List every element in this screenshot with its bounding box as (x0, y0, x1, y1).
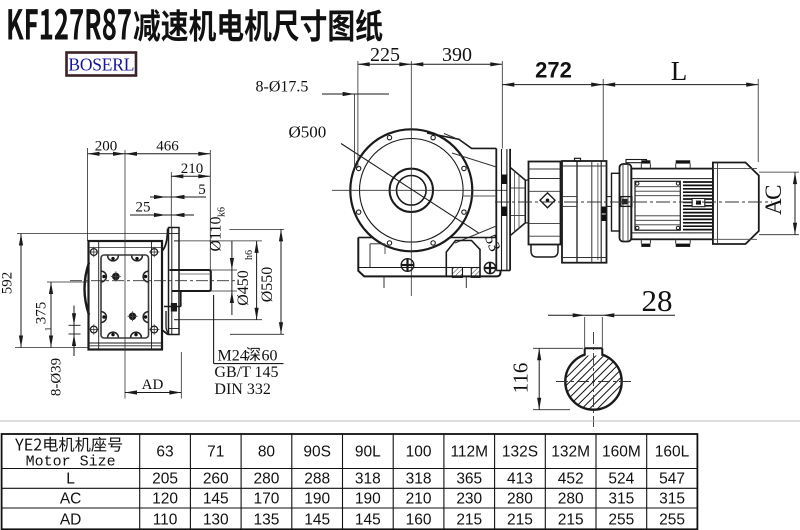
svg-text:190: 190 (355, 490, 381, 507)
svg-text:413: 413 (507, 471, 533, 488)
svg-text:255: 255 (659, 512, 685, 529)
svg-text:145: 145 (304, 512, 330, 529)
svg-text:63: 63 (156, 444, 173, 461)
svg-text:Motor Size: Motor Size (26, 453, 116, 470)
svg-text:230: 230 (456, 490, 482, 507)
svg-text:160M: 160M (602, 444, 641, 461)
svg-text:592: 592 (0, 272, 16, 295)
svg-text:90S: 90S (303, 444, 331, 461)
svg-text:L: L (66, 471, 75, 488)
svg-text:135: 135 (254, 512, 280, 529)
svg-text:1: 1 (44, 327, 54, 332)
svg-text:90L: 90L (355, 444, 381, 461)
svg-text:100: 100 (406, 444, 432, 461)
svg-text:5: 5 (198, 182, 206, 198)
svg-text:160L: 160L (655, 444, 690, 461)
svg-text:M24: M24 (218, 347, 248, 364)
svg-text:k6: k6 (217, 207, 228, 217)
svg-text:365: 365 (456, 471, 482, 488)
svg-text:80: 80 (258, 444, 276, 461)
svg-text:225: 225 (370, 44, 400, 66)
svg-text:390: 390 (442, 44, 472, 66)
svg-text:BOSERL: BOSERL (68, 54, 134, 74)
svg-text:200: 200 (95, 139, 118, 155)
svg-text:524: 524 (608, 471, 634, 488)
svg-text:215: 215 (507, 512, 533, 529)
svg-text:255: 255 (608, 512, 634, 529)
svg-text:8-Ø17.5: 8-Ø17.5 (256, 79, 309, 96)
svg-text:318: 318 (355, 471, 381, 488)
svg-text:120: 120 (152, 490, 178, 507)
svg-text:452: 452 (558, 471, 584, 488)
svg-text:145: 145 (203, 490, 229, 507)
svg-text:8-Ø39: 8-Ø39 (49, 358, 65, 396)
svg-text:116: 116 (509, 363, 533, 394)
svg-text:210: 210 (181, 161, 204, 177)
svg-text:547: 547 (659, 471, 685, 488)
svg-text:132M: 132M (551, 444, 590, 461)
svg-text:AC: AC (60, 490, 82, 507)
svg-text:Ø450: Ø450 (235, 270, 252, 306)
svg-text:280: 280 (507, 490, 533, 507)
svg-text:112M: 112M (450, 444, 488, 461)
svg-text:Ø110: Ø110 (208, 217, 225, 252)
svg-text:25: 25 (136, 200, 151, 216)
svg-text:280: 280 (558, 490, 584, 507)
svg-text:71: 71 (207, 444, 224, 461)
svg-text:318: 318 (406, 471, 432, 488)
svg-text:160: 160 (406, 512, 432, 529)
svg-text:375: 375 (34, 302, 50, 325)
svg-text:145: 145 (355, 512, 381, 529)
svg-text:215: 215 (558, 512, 584, 529)
svg-text:210: 210 (406, 490, 432, 507)
svg-text:190: 190 (304, 490, 330, 507)
svg-text:L: L (671, 56, 688, 86)
svg-text:280: 280 (254, 471, 280, 488)
svg-text:Ø500: Ø500 (289, 123, 327, 142)
svg-text:DIN 332: DIN 332 (214, 381, 270, 398)
svg-text:28: 28 (642, 283, 673, 318)
svg-text:h6: h6 (244, 250, 255, 260)
svg-text:315: 315 (608, 490, 634, 507)
svg-text:215: 215 (456, 512, 482, 529)
svg-text:Ø550: Ø550 (259, 267, 276, 303)
svg-text:205: 205 (152, 471, 178, 488)
svg-text:466: 466 (156, 139, 179, 155)
svg-text:AD: AD (60, 512, 82, 529)
svg-text:170: 170 (254, 490, 280, 507)
svg-text:272: 272 (535, 58, 572, 83)
svg-text:130: 130 (203, 512, 229, 529)
svg-text:132S: 132S (502, 444, 538, 461)
svg-text:110: 110 (153, 512, 178, 529)
svg-text:AC: AC (761, 185, 786, 215)
svg-text:288: 288 (304, 471, 330, 488)
svg-text:315: 315 (659, 490, 685, 507)
svg-text:260: 260 (203, 471, 229, 488)
svg-text:GB/T 145: GB/T 145 (214, 364, 278, 381)
svg-text:AD: AD (142, 377, 164, 393)
svg-text:60: 60 (262, 347, 278, 364)
